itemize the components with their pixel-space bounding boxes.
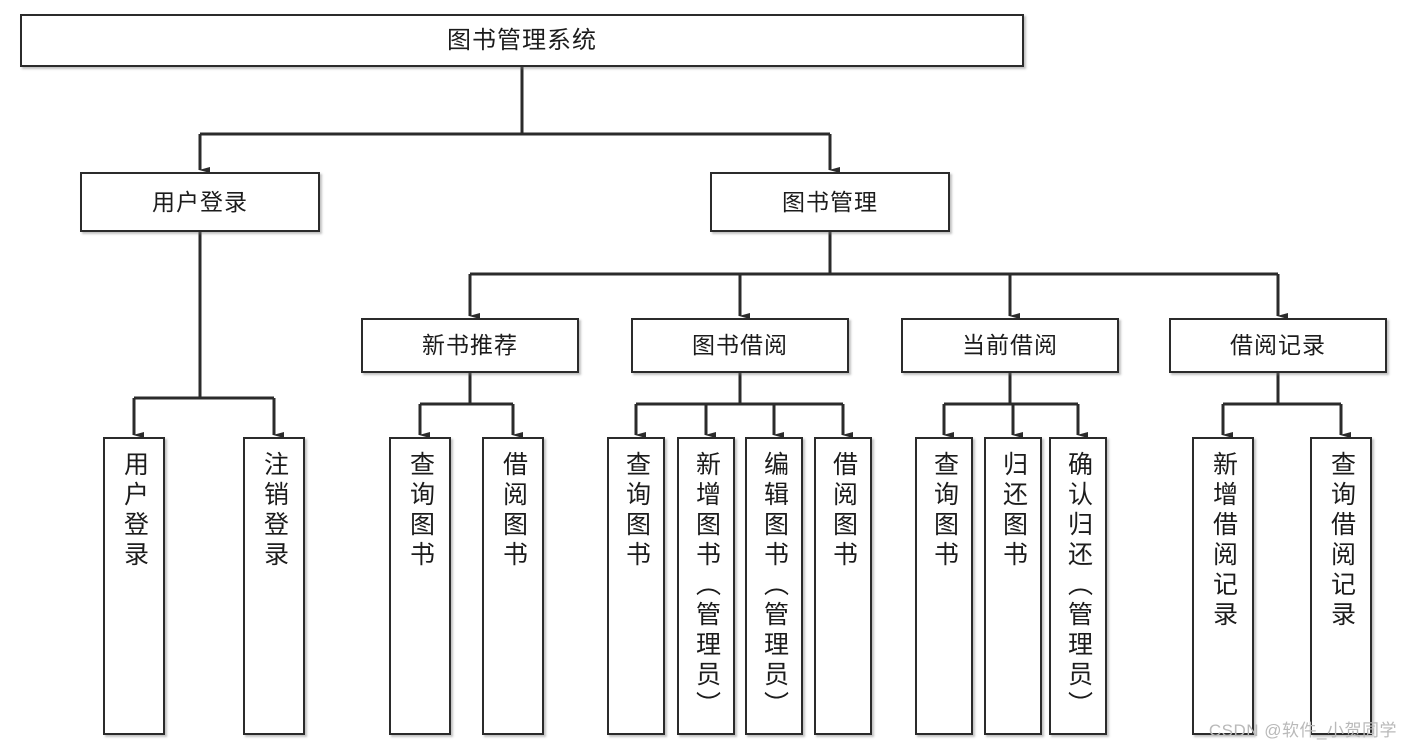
node-label-newbook: 新书推荐 (422, 332, 518, 359)
node-label-leaf-nb-query: 查询图书 (406, 451, 435, 571)
node-leaf-bo-query[interactable]: 查询图书 (607, 437, 665, 735)
node-leaf-cu-query[interactable]: 查询图书 (915, 437, 973, 735)
node-root[interactable]: 图书管理系统 (20, 14, 1024, 67)
node-leaf-bo-borrow[interactable]: 借阅图书 (814, 437, 872, 735)
node-borrow[interactable]: 图书借阅 (631, 318, 849, 373)
node-label-bookmgmt: 图书管理 (782, 188, 878, 215)
node-label-leaf-bo-edit: 编辑图书（管理员） (760, 451, 789, 721)
node-leaf-user-login[interactable]: 用户登录 (103, 437, 165, 735)
node-label-root: 图书管理系统 (447, 26, 597, 54)
node-label-borrow: 图书借阅 (692, 332, 788, 359)
node-leaf-cu-return[interactable]: 归还图书 (984, 437, 1042, 735)
node-label-current: 当前借阅 (962, 332, 1058, 359)
node-label-leaf-nb-borrow: 借阅图书 (499, 451, 528, 571)
node-leaf-bo-add[interactable]: 新增图书（管理员） (677, 437, 735, 735)
node-newbook[interactable]: 新书推荐 (361, 318, 579, 373)
node-label-leaf-cu-query: 查询图书 (930, 451, 959, 571)
node-leaf-re-add[interactable]: 新增借阅记录 (1192, 437, 1254, 735)
node-leaf-user-logout[interactable]: 注销登录 (243, 437, 305, 735)
node-label-leaf-re-add: 新增借阅记录 (1209, 451, 1238, 631)
node-bookmgmt[interactable]: 图书管理 (710, 172, 950, 232)
node-label-records: 借阅记录 (1230, 332, 1326, 359)
connector-layer (132, 67, 1351, 438)
node-leaf-cu-confirm[interactable]: 确认归还（管理员） (1049, 437, 1107, 735)
node-leaf-nb-borrow[interactable]: 借阅图书 (482, 437, 544, 735)
node-leaf-bo-edit[interactable]: 编辑图书（管理员） (745, 437, 803, 735)
node-label-leaf-bo-borrow: 借阅图书 (829, 451, 858, 571)
node-login[interactable]: 用户登录 (80, 172, 320, 232)
node-label-leaf-cu-confirm: 确认归还（管理员） (1064, 451, 1093, 721)
node-label-leaf-bo-query: 查询图书 (622, 451, 651, 571)
node-label-leaf-user-logout: 注销登录 (260, 451, 289, 571)
node-label-login: 用户登录 (152, 188, 248, 215)
node-leaf-re-query[interactable]: 查询借阅记录 (1310, 437, 1372, 735)
node-records[interactable]: 借阅记录 (1169, 318, 1387, 373)
node-label-leaf-re-query: 查询借阅记录 (1327, 451, 1356, 631)
node-current[interactable]: 当前借阅 (901, 318, 1119, 373)
node-label-leaf-user-login: 用户登录 (120, 451, 149, 571)
node-leaf-nb-query[interactable]: 查询图书 (389, 437, 451, 735)
node-label-leaf-bo-add: 新增图书（管理员） (692, 451, 721, 721)
node-label-leaf-cu-return: 归还图书 (999, 451, 1028, 571)
